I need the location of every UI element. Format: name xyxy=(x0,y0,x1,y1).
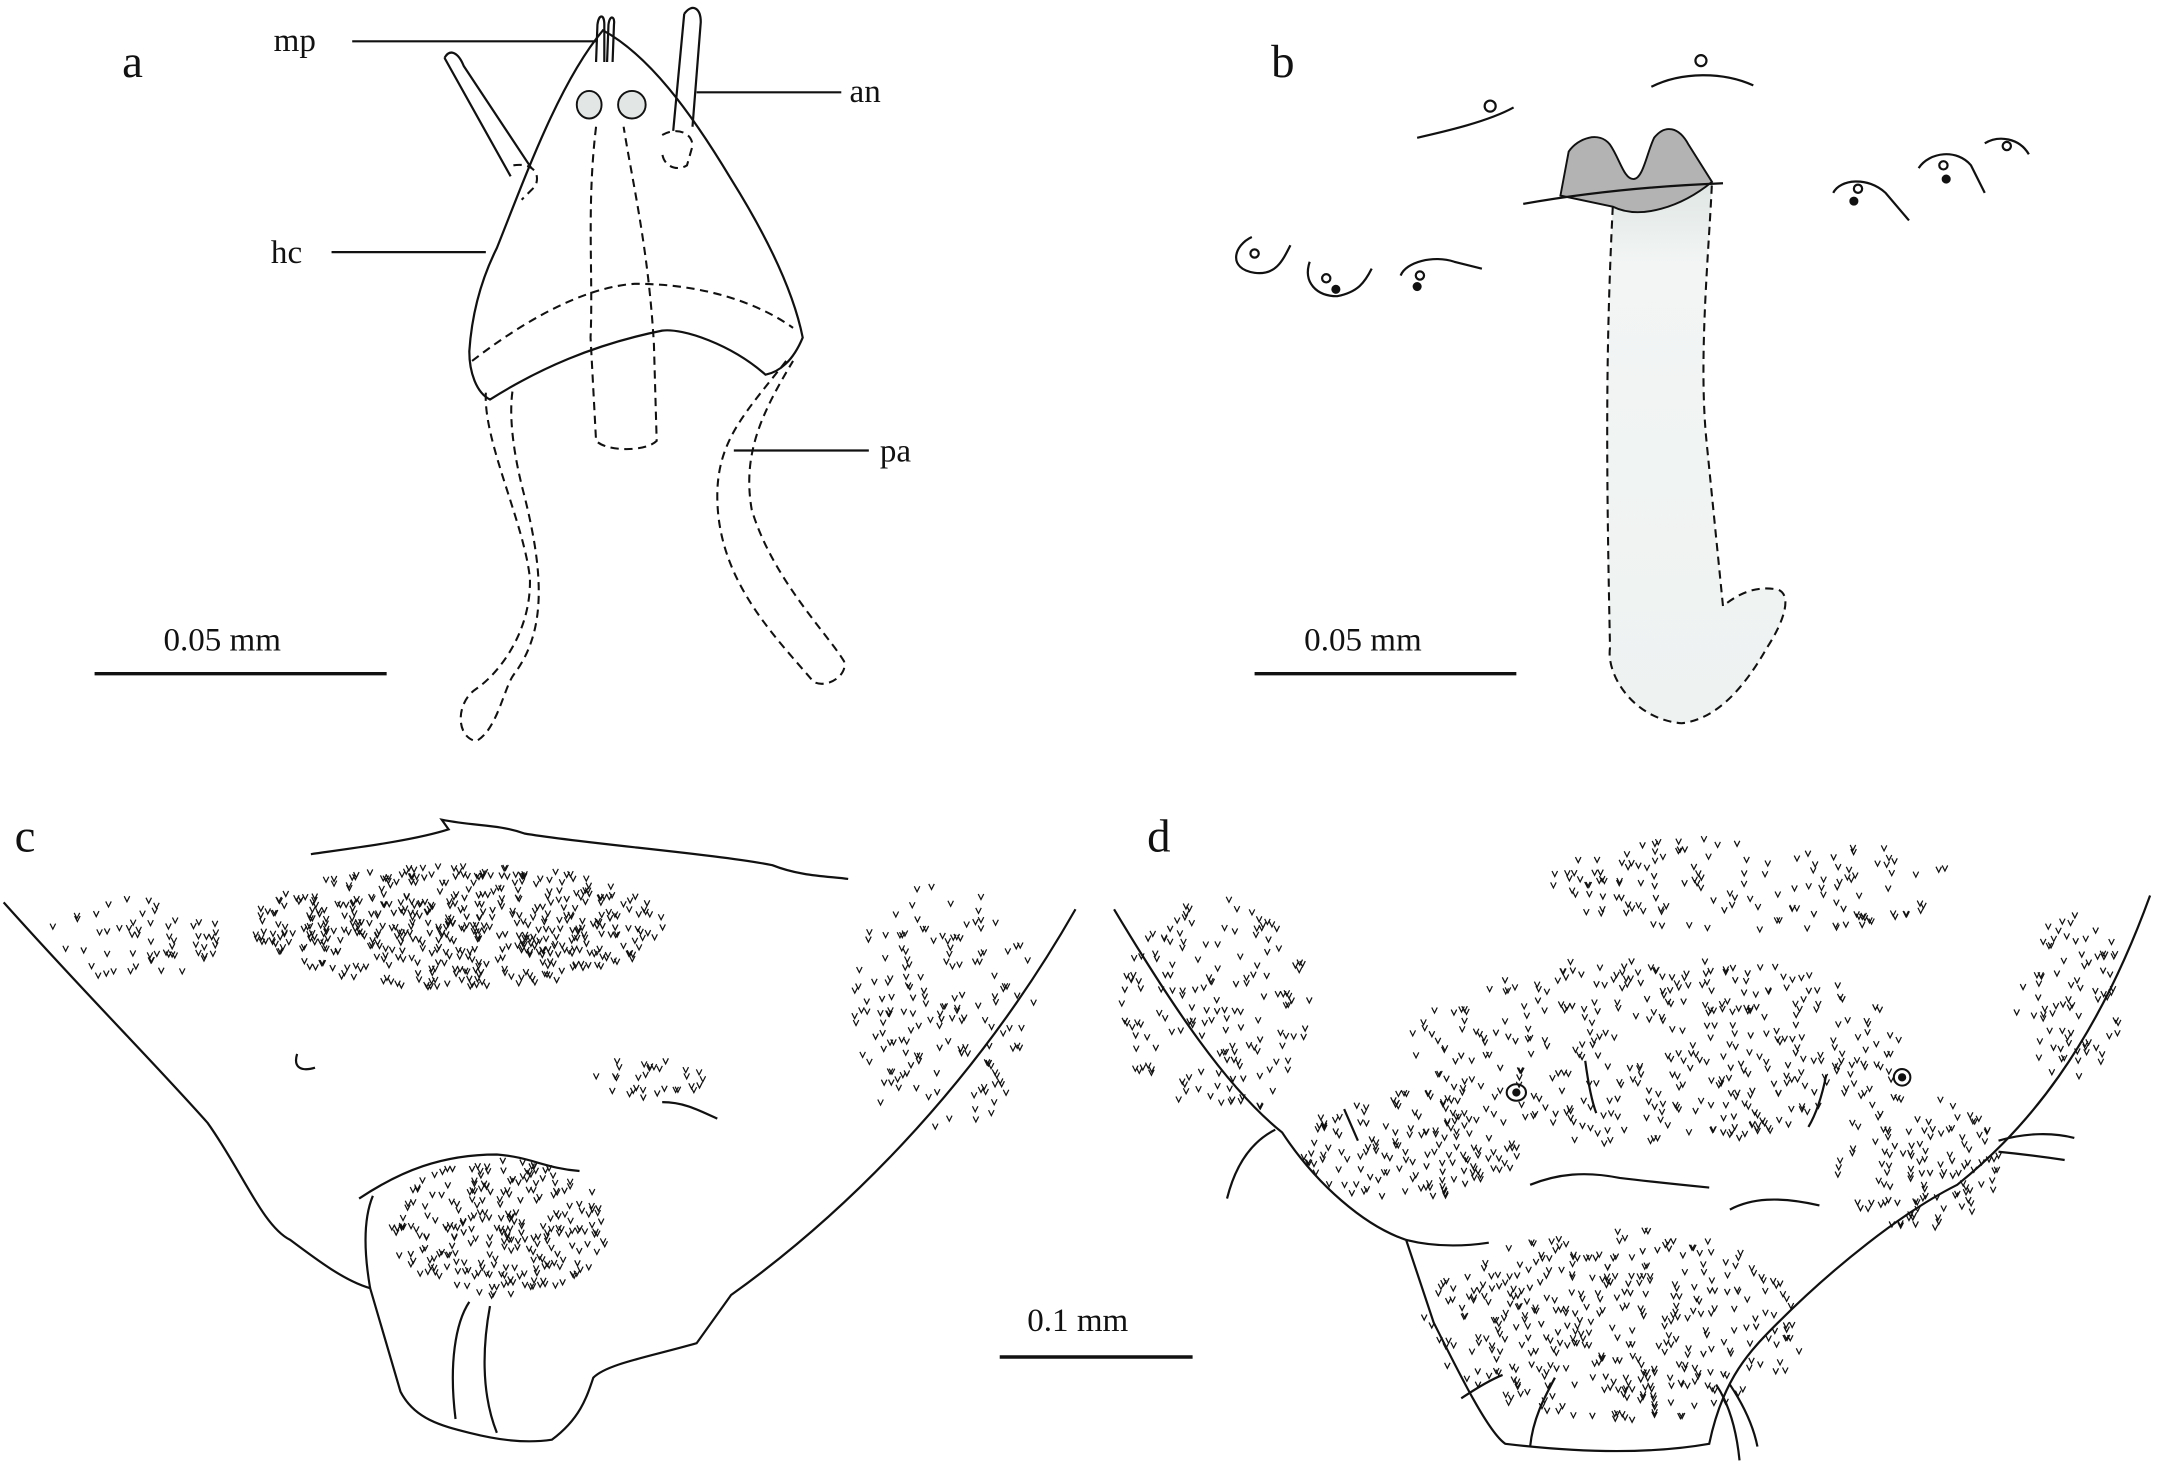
panel-label-a: a xyxy=(122,36,143,88)
panel-label-b: b xyxy=(1271,36,1294,88)
panel-b: b 0.05 mm xyxy=(1235,36,2030,725)
setae-pattern-c xyxy=(49,863,1037,1300)
left-antenna xyxy=(443,51,533,177)
panel-label-d: d xyxy=(1147,810,1170,862)
scale-label-cd: 0.1 mm xyxy=(1027,1303,1128,1339)
panel-label-c: c xyxy=(15,810,36,862)
internal-apodeme xyxy=(1607,181,1786,724)
internal-structures xyxy=(471,126,794,451)
sclerotized-tip xyxy=(1559,128,1714,214)
panel-a: a mp an hc pa 0.05 mm xyxy=(94,6,912,743)
posterior-lobe-c xyxy=(295,1053,718,1434)
anterior-margin-c xyxy=(310,818,849,881)
posterior-arms xyxy=(459,360,846,743)
scale-label-b: 0.05 mm xyxy=(1304,622,1422,658)
sensilla-group xyxy=(1235,54,2030,298)
annotation-mp: mp xyxy=(274,23,316,59)
setae-d xyxy=(1225,1060,2075,1461)
sensillum-left-center xyxy=(1512,1088,1521,1097)
right-eye xyxy=(617,89,647,120)
panel-c: c xyxy=(2,810,1077,1443)
segment-outline-d xyxy=(1113,895,2152,1453)
seta-marks xyxy=(1118,835,2122,1424)
panel-d: d xyxy=(1113,810,2152,1461)
sensillum-left xyxy=(1505,1083,1528,1102)
mouthparts xyxy=(594,15,616,63)
right-antenna xyxy=(672,6,702,131)
sensillum-right-center xyxy=(1897,1073,1907,1082)
seta-marks xyxy=(49,863,1037,1300)
transverse-lines-d xyxy=(1405,1173,1820,1247)
annotation-pa: pa xyxy=(880,434,912,470)
left-eye xyxy=(575,89,603,120)
annotation-hc: hc xyxy=(271,235,302,271)
scale-label-a: 0.05 mm xyxy=(163,622,281,658)
setae-pattern-d xyxy=(1118,835,2122,1424)
annotation-an: an xyxy=(850,74,882,110)
segment-outline-c xyxy=(2,901,1077,1443)
head-capsule xyxy=(468,28,804,401)
apodeme-outline xyxy=(1606,181,1787,725)
surface-line xyxy=(1523,182,1724,205)
